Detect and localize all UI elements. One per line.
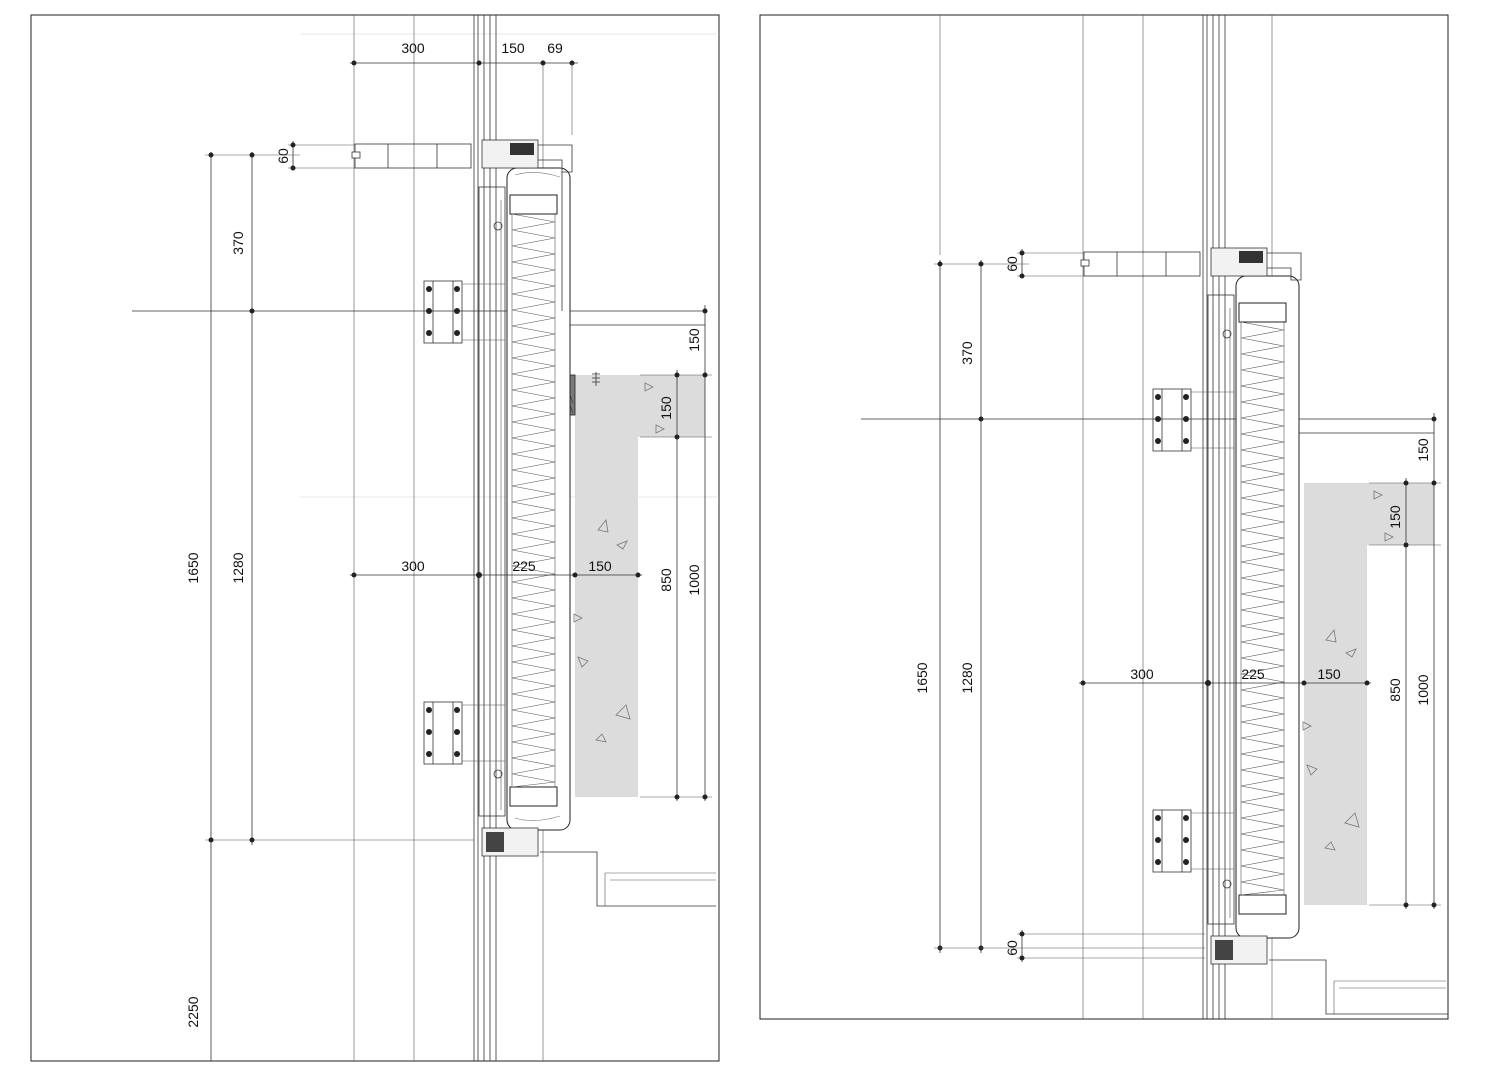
dim-label: 225 bbox=[1241, 666, 1265, 682]
dim-label: 150 bbox=[588, 558, 612, 574]
dim-label: 1280 bbox=[959, 662, 975, 693]
beam-dimension-chain: 150 150 850 1000 bbox=[640, 305, 712, 801]
dim-label: 300 bbox=[401, 558, 425, 574]
aggregate-marks bbox=[1302, 490, 1394, 851]
spandrel-panel bbox=[1235, 275, 1300, 939]
dim-label: 150 bbox=[1415, 438, 1431, 462]
beam-dimension-chain: 150 150 850 1000 bbox=[1369, 413, 1441, 909]
dim-label: 1000 bbox=[686, 564, 702, 595]
top-dimension-chain: 300 150 69 bbox=[350, 40, 578, 135]
sunshade-blade bbox=[351, 143, 472, 169]
fixing-bracket bbox=[423, 701, 505, 765]
sill-dimension: 60 bbox=[934, 930, 1205, 962]
mid-dimension-chain: 300 225 150 bbox=[1079, 666, 1371, 686]
dim-label: 300 bbox=[401, 40, 425, 56]
sunshade-blade bbox=[1080, 251, 1201, 277]
aggregate-marks bbox=[573, 382, 665, 743]
concrete-beam bbox=[1304, 483, 1434, 905]
dim-label: 850 bbox=[658, 568, 674, 592]
fixing-bracket bbox=[423, 280, 505, 344]
dim-label: 150 bbox=[686, 328, 702, 352]
vertical-dimension-chain: 370 1280 1650 bbox=[914, 260, 1029, 953]
left-sheet: 300 150 69 60 370 1280 1650 2250 bbox=[30, 14, 720, 1062]
dim-label: 370 bbox=[959, 341, 975, 365]
dim-label: 1280 bbox=[230, 552, 246, 583]
dim-label: 1650 bbox=[914, 662, 930, 693]
dim-label: 150 bbox=[1387, 505, 1403, 529]
dim-label: 300 bbox=[1130, 666, 1154, 682]
dim-label: 850 bbox=[1387, 678, 1403, 702]
mid-dimension-chain: 300 225 150 bbox=[350, 558, 642, 578]
dim-label: 150 bbox=[1317, 666, 1341, 682]
spandrel-panel bbox=[506, 167, 571, 831]
right-sheet-frame bbox=[759, 14, 1449, 1020]
dim-label: 225 bbox=[512, 558, 536, 574]
dim-label: 150 bbox=[501, 40, 525, 56]
dim-label: 1650 bbox=[185, 552, 201, 583]
concrete-beam bbox=[575, 375, 705, 797]
dim-label: 60 bbox=[1004, 940, 1020, 956]
fixing-bracket bbox=[1152, 809, 1234, 873]
fixing-bracket bbox=[1152, 388, 1234, 452]
head-dimension: 60 bbox=[275, 141, 355, 171]
dim-label: 2250 bbox=[185, 996, 201, 1027]
dim-label: 370 bbox=[230, 231, 246, 255]
left-sheet-frame bbox=[30, 14, 720, 1062]
right-sheet: 60 370 1280 1650 60 bbox=[759, 14, 1449, 1020]
dim-label: 60 bbox=[275, 148, 291, 164]
dim-label: 150 bbox=[658, 396, 674, 420]
dim-label: 69 bbox=[547, 40, 563, 56]
vertical-dimension-chain: 370 1280 1650 2250 bbox=[185, 152, 300, 1061]
dim-label: 1000 bbox=[1415, 674, 1431, 705]
